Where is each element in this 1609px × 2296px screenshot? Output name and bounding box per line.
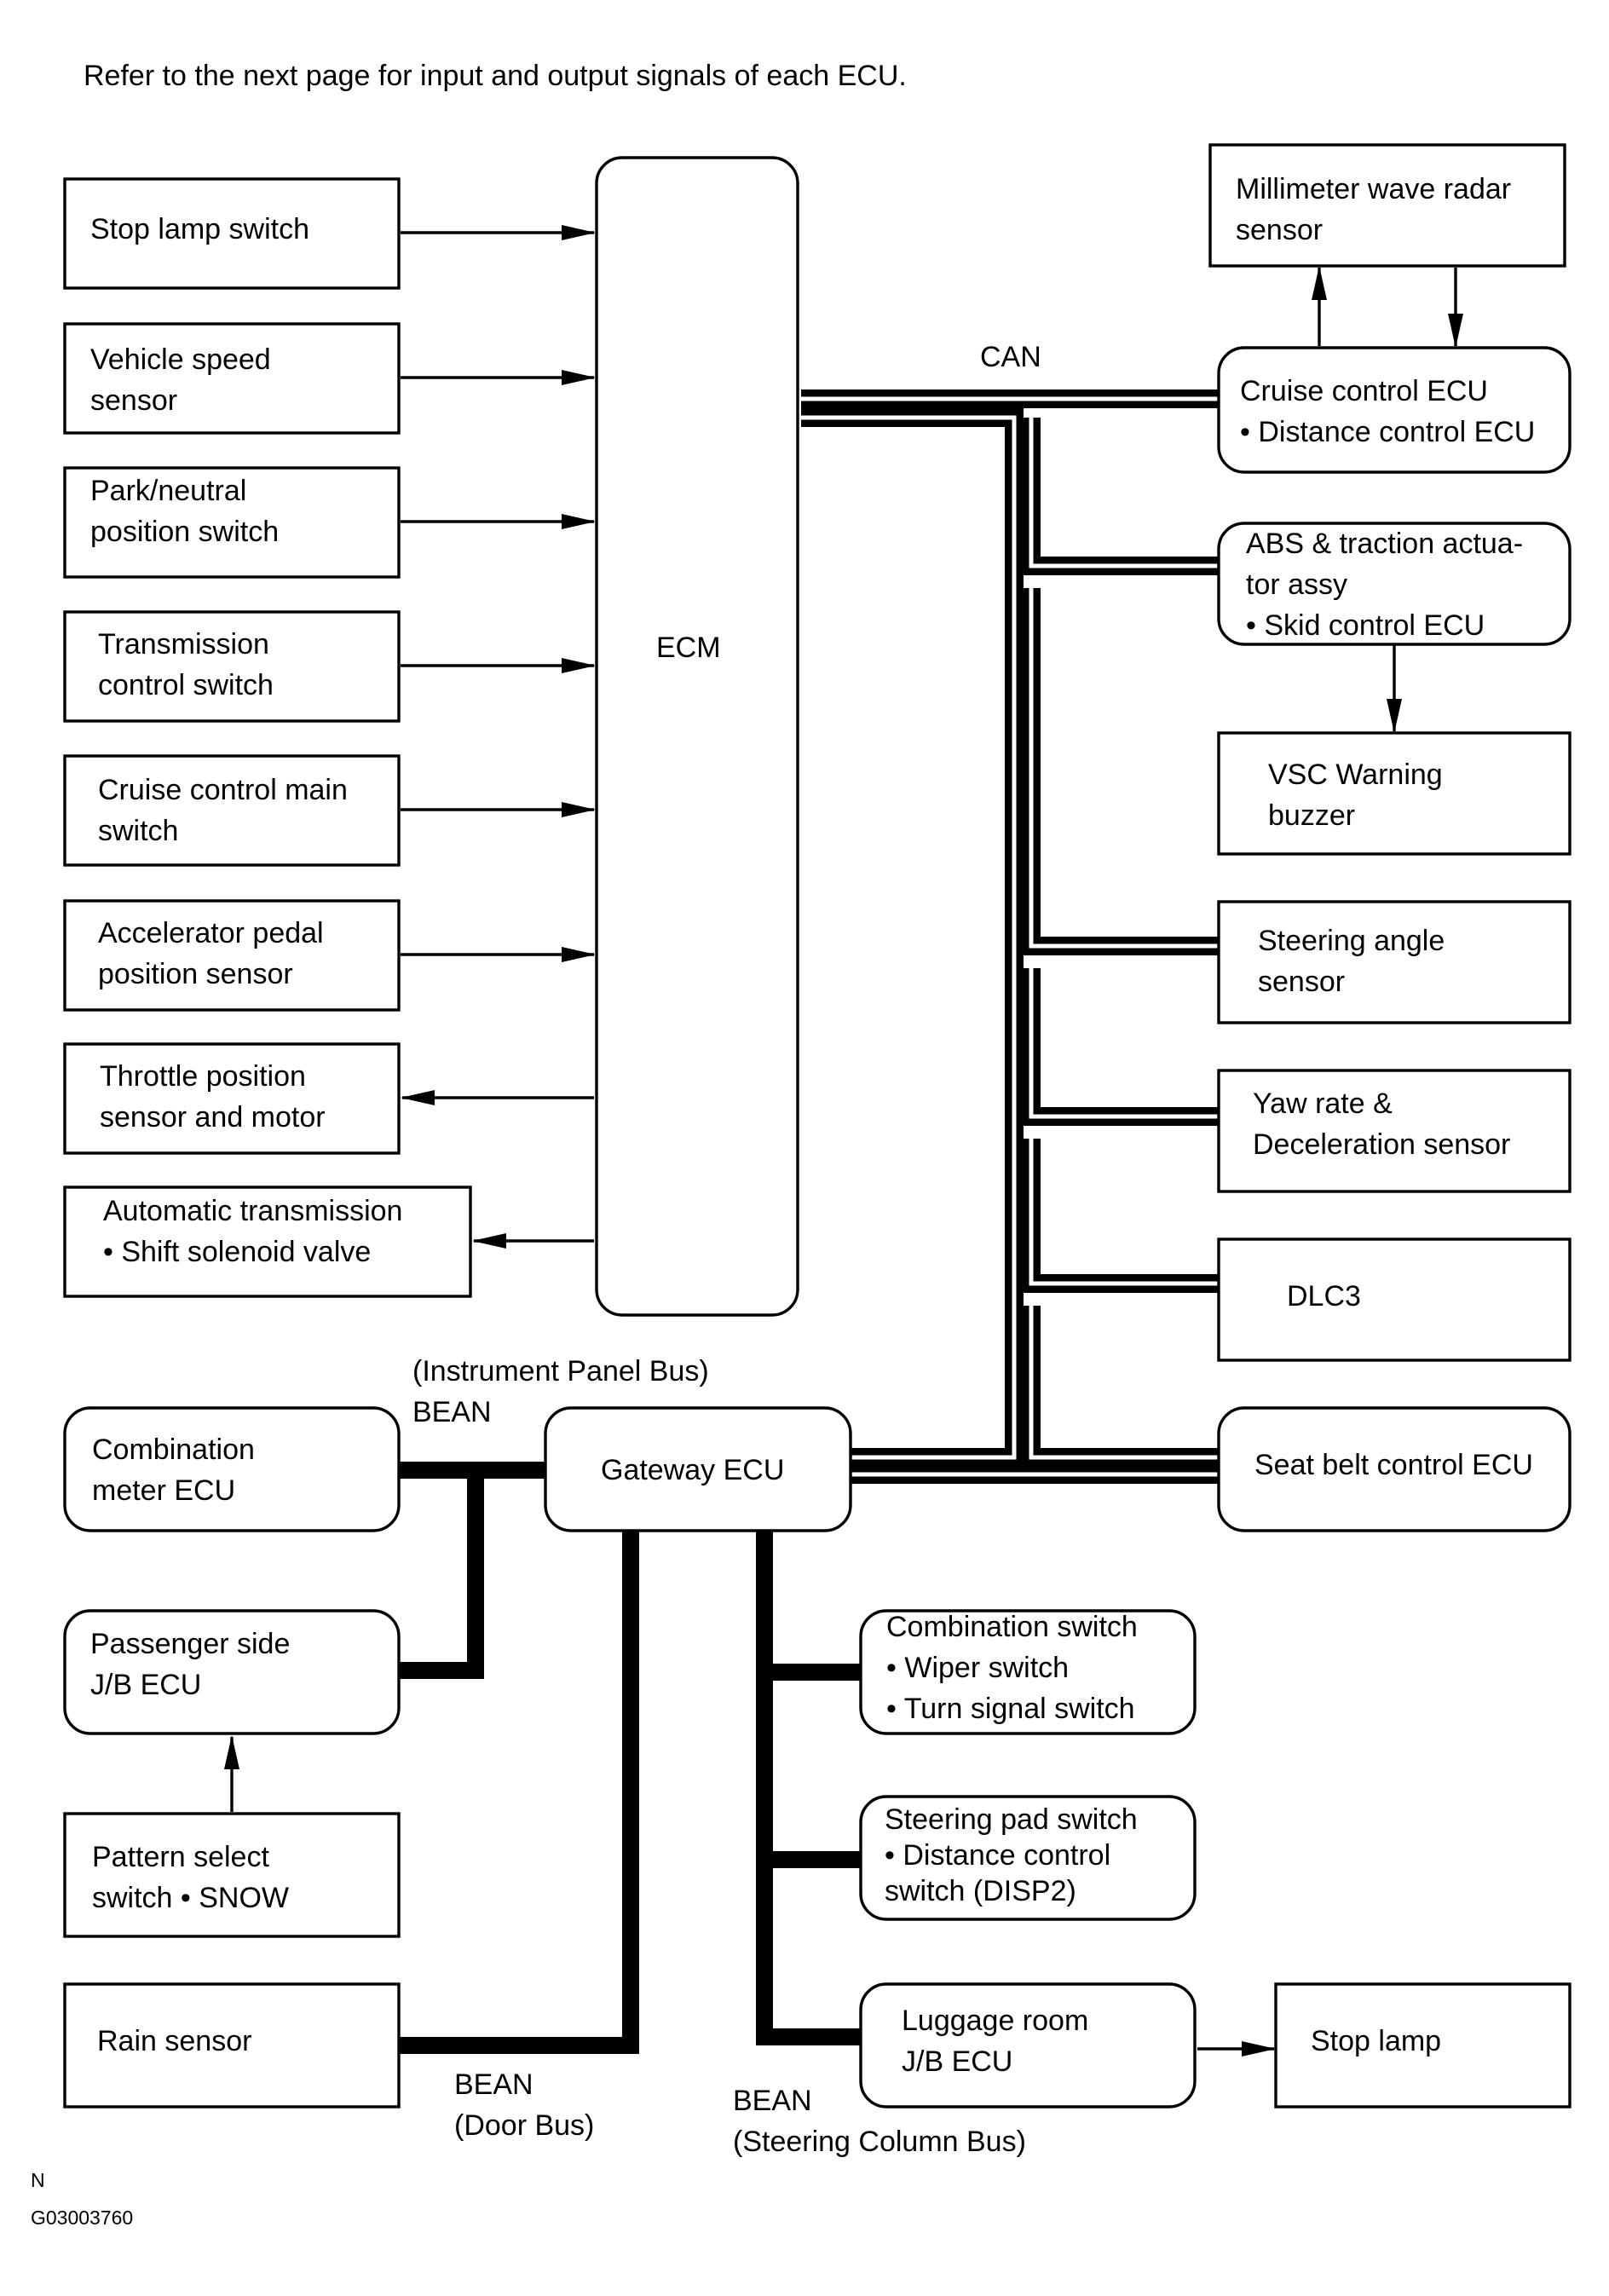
input-cruise-main-switch: Cruise control main switch	[63, 754, 401, 867]
can-node-label-line: Seat belt control ECU	[1254, 1449, 1533, 1481]
combination-meter-ecu: Combination meter ECU	[63, 1406, 401, 1532]
node-label-line: • Distance control	[885, 1839, 1110, 1872]
footer-letter: N	[31, 2169, 45, 2191]
combination-switch: Combination switch • Wiper switch • Turn…	[859, 1609, 1197, 1735]
input-label-line: switch	[98, 815, 178, 847]
signal-arrows	[224, 225, 1463, 2057]
node-label-line: switch (DISP2)	[885, 1875, 1076, 1907]
header-note: Refer to the next page for input and out…	[84, 60, 907, 92]
door-bus-label-line: BEAN	[454, 2068, 533, 2101]
can-node-label-line: sensor	[1258, 966, 1345, 998]
column-bus-label-line: (Steering Column Bus)	[733, 2126, 1026, 2158]
can-node-cruise-control-ecu: Cruise control ECU • Distance control EC…	[1217, 346, 1572, 474]
instrument-bus-label-line: (Instrument Panel Bus)	[412, 1355, 709, 1387]
radar-label-line: Millimeter wave radar	[1236, 173, 1511, 205]
input-stop-lamp-switch: Stop lamp switch	[63, 177, 401, 290]
node-label-line: • Turn signal switch	[886, 1693, 1135, 1725]
node-label-line: Stop lamp	[1311, 2025, 1441, 2057]
can-node-dlc3: DLC3	[1217, 1237, 1572, 1362]
luggage-room-jb-ecu: Luggage room J/B ECU	[859, 1982, 1197, 2109]
vsc-warning-buzzer: VSC Warning buzzer	[1217, 731, 1572, 856]
input-label-line: Park/neutral	[90, 475, 246, 507]
can-node-label-line: • Distance control ECU	[1240, 416, 1535, 448]
rain-sensor: Rain sensor	[63, 1982, 401, 2109]
pattern-select-switch: Pattern select switch • SNOW	[63, 1812, 401, 1938]
input-label-line: control switch	[98, 669, 274, 701]
passenger-side-jb-ecu: Passenger side J/B ECU	[63, 1609, 401, 1735]
can-label: CAN	[980, 341, 1041, 373]
ecm-box	[595, 156, 799, 1317]
input-label-line: sensor	[90, 384, 177, 417]
can-node-yaw-rate-sensor: Yaw rate & Deceleration sensor	[1217, 1069, 1572, 1193]
can-node-label-line: DLC3	[1287, 1280, 1361, 1312]
can-node-label-line: Yaw rate &	[1253, 1087, 1393, 1120]
radar-sensor: Millimeter wave radar sensor	[1208, 143, 1566, 268]
stop-lamp: Stop lamp	[1274, 1982, 1572, 2109]
node-label-line: Combination switch	[886, 1611, 1138, 1643]
node-label-line: Luggage room	[902, 2005, 1088, 2037]
input-accelerator-pedal-sensor: Accelerator pedal position sensor	[63, 899, 401, 1012]
node-label-line: Passenger side	[90, 1628, 290, 1660]
node-label-line: Pattern select	[92, 1841, 269, 1873]
can-node-abs-traction-actuator: ABS & traction actua- tor assy • Skid co…	[1217, 522, 1572, 646]
ecm-label: ECM	[656, 632, 721, 664]
door-bus-label-line: (Door Bus)	[454, 2109, 594, 2142]
can-node-label-line: tor assy	[1246, 568, 1347, 601]
can-node-label-line: Deceleration sensor	[1253, 1128, 1510, 1161]
output-label-line: sensor and motor	[100, 1101, 326, 1134]
input-label-line: position switch	[90, 516, 279, 548]
buzzer-label-line: buzzer	[1268, 799, 1355, 832]
input-transmission-control-switch: Transmission control switch	[63, 610, 401, 723]
node-label-line: meter ECU	[92, 1474, 235, 1507]
node-label-line: Rain sensor	[97, 2025, 251, 2057]
output-throttle-sensor-motor: Throttle position sensor and motor	[63, 1042, 401, 1155]
node-label-line: J/B ECU	[902, 2045, 1012, 2078]
input-vehicle-speed-sensor: Vehicle speed sensor	[63, 322, 401, 435]
output-automatic-transmission: Automatic transmission • Shift solenoid …	[63, 1185, 472, 1298]
input-label-line: Vehicle speed	[90, 343, 271, 376]
can-node-label-line: ABS & traction actua-	[1246, 528, 1523, 560]
input-park-neutral-switch: Park/neutral position switch	[63, 466, 401, 579]
bean-bus-lines	[399, 1462, 861, 2054]
output-label-line: • Shift solenoid valve	[103, 1236, 371, 1268]
can-node-label-line: • Skid control ECU	[1246, 609, 1485, 642]
can-node-steering-angle-sensor: Steering angle sensor	[1217, 900, 1572, 1024]
can-node-label-line: Steering angle	[1258, 925, 1445, 957]
instrument-bus-label-line: BEAN	[412, 1396, 492, 1428]
input-label-line: Accelerator pedal	[98, 917, 324, 949]
node-label-line: Steering pad switch	[885, 1803, 1138, 1836]
figure-code: G03003760	[31, 2207, 133, 2229]
can-bus-lines	[801, 389, 1219, 1484]
node-label-line: switch • SNOW	[92, 1882, 289, 1914]
steering-pad-switch: Steering pad switch • Distance control s…	[859, 1795, 1197, 1921]
node-label-line: J/B ECU	[90, 1669, 201, 1701]
gateway-label: Gateway ECU	[601, 1454, 784, 1486]
input-label-line: position sensor	[98, 958, 293, 990]
input-label-line: Stop lamp switch	[90, 213, 309, 245]
node-label-line: Combination	[92, 1434, 255, 1466]
output-label-line: Throttle position	[100, 1060, 306, 1093]
can-node-label-line: Cruise control ECU	[1240, 375, 1488, 407]
output-label-line: Automatic transmission	[103, 1195, 402, 1227]
buzzer-label-line: VSC Warning	[1268, 759, 1443, 791]
radar-label-line: sensor	[1236, 214, 1323, 246]
input-label-line: Cruise control main	[98, 774, 348, 806]
input-label-line: Transmission	[98, 628, 269, 661]
can-node-seat-belt-ecu: Seat belt control ECU	[1217, 1406, 1572, 1532]
column-bus-label-line: BEAN	[733, 2085, 812, 2117]
node-label-line: • Wiper switch	[886, 1652, 1069, 1684]
gateway-ecu: Gateway ECU	[544, 1406, 852, 1532]
